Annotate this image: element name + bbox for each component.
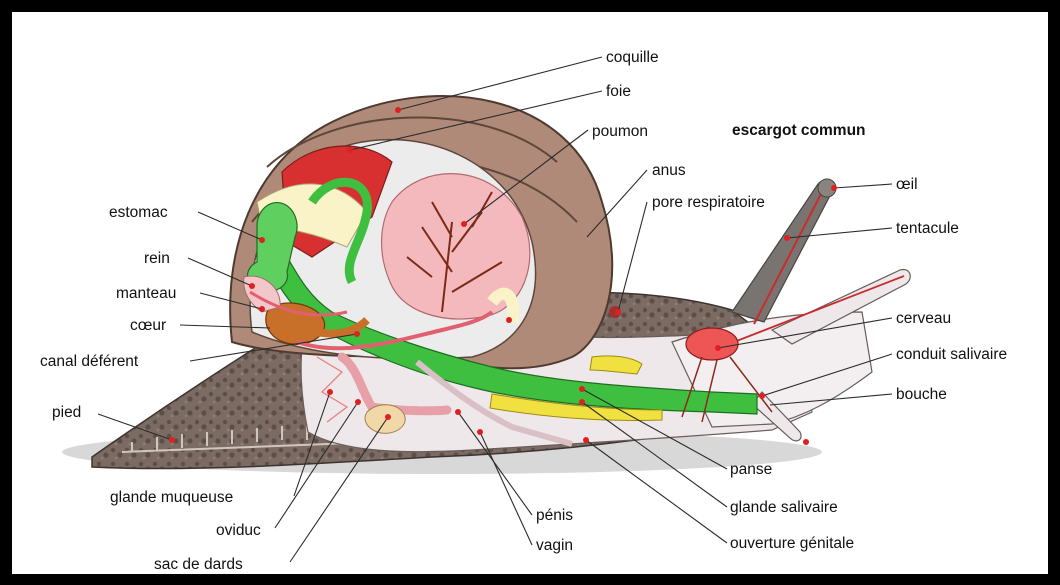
label-coeur: cœur [130, 317, 166, 334]
label-sac-de-dards: sac de dards [154, 556, 243, 573]
label-cerveau: cerveau [896, 310, 951, 327]
label-penis: pénis [536, 507, 573, 524]
label-bouche: bouche [896, 386, 947, 403]
label-pied: pied [52, 404, 81, 421]
label-oviduc: oviduc [216, 522, 261, 539]
label-foie: foie [606, 83, 631, 100]
label-conduit-salivaire: conduit salivaire [896, 346, 1007, 363]
dart-sac [365, 405, 405, 434]
label-anus: anus [652, 162, 686, 179]
label-ouverture-genitale: ouverture génitale [730, 535, 854, 552]
label-tentacule: tentacule [896, 220, 959, 237]
label-manteau: manteau [116, 285, 176, 302]
label-coquille: coquille [606, 49, 659, 66]
label-glande-salivaire: glande salivaire [730, 499, 838, 516]
label-glande-muqueuse: glande muqueuse [110, 489, 233, 506]
diagram-title: escargot commun [732, 122, 866, 139]
label-panse: panse [730, 461, 772, 478]
label-vagin: vagin [536, 537, 573, 554]
label-oeil: œil [896, 176, 918, 193]
label-pore-respiratoire: pore respiratoire [652, 194, 765, 211]
brain [686, 328, 738, 360]
label-rein: rein [144, 250, 170, 267]
diagram-frame: escargot commun coquille foie poumon anu… [12, 12, 1048, 574]
snail-diagram: escargot commun coquille foie poumon anu… [12, 12, 1048, 574]
label-poumon: poumon [592, 123, 648, 140]
label-estomac: estomac [109, 204, 168, 221]
label-canal-deferent: canal déférent [40, 353, 139, 370]
